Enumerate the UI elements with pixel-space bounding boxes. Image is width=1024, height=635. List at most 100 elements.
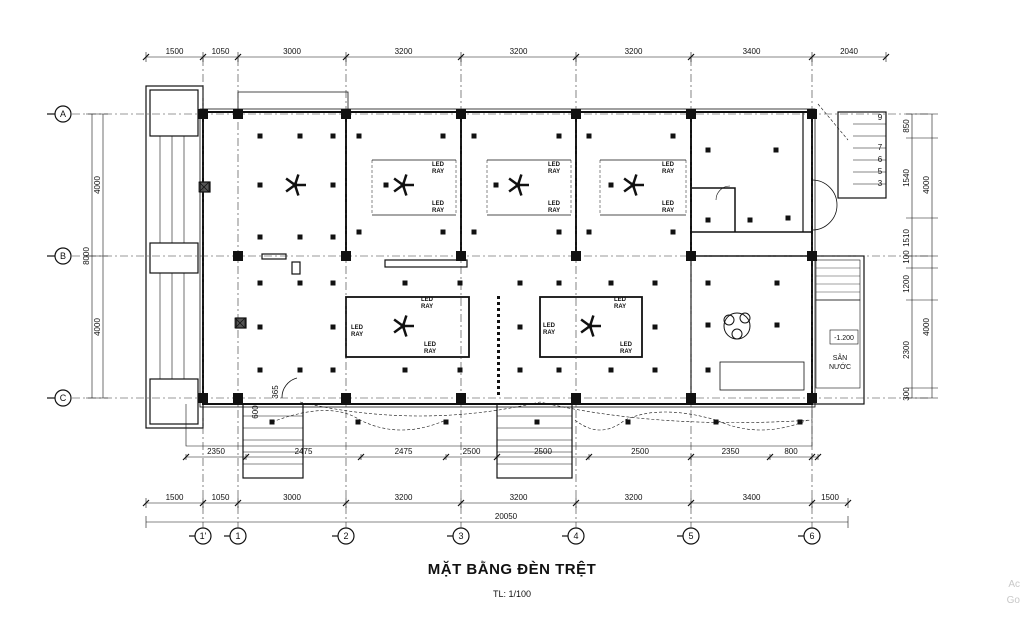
structural-column-2-0: [341, 109, 351, 119]
downlight-24: [773, 147, 779, 153]
ceiling-fan-2-blade-2: [508, 183, 519, 193]
structural-column-0-2: [198, 393, 208, 403]
left-porch-outline: [145, 85, 204, 429]
structural-column-3-1: [456, 251, 466, 261]
structural-column-5-2: [686, 393, 696, 403]
dim-porch-label-5: 2500: [631, 447, 649, 456]
axis-label-col-6: 6: [809, 531, 814, 541]
dim-top-label-4: 3200: [510, 47, 528, 56]
led-label-8-line2: RAY: [424, 349, 436, 355]
downlight-2: [330, 133, 336, 139]
counter-1: [384, 259, 468, 268]
ceiling-fan-4-blade-4: [401, 315, 408, 327]
wiring-dot-338: [497, 338, 500, 341]
dim-bottom-tick-7: [808, 499, 816, 507]
dim-bottom-tick-3: [342, 499, 350, 507]
dim-bottom-label-0: 1500: [166, 493, 184, 502]
led-label-11-line1: LED: [620, 342, 633, 348]
led-label-6-line2: RAY: [421, 304, 433, 310]
drawing-title: MẶT BẰNG ĐÈN TRỆT: [427, 561, 597, 578]
downlight-13: [556, 133, 562, 139]
ceiling-fan-0: [285, 174, 306, 196]
dim-bottom-tick-5: [572, 499, 580, 507]
downlight-28: [257, 280, 263, 286]
wiring-dot-308: [497, 308, 500, 311]
downlight-40: [608, 280, 614, 286]
dim-bottom-label-3: 3200: [395, 493, 413, 502]
left-column-1: [199, 181, 211, 193]
front-steps-left: [242, 403, 304, 479]
ceiling-fan-1: [393, 174, 414, 196]
front-terrace: [185, 404, 813, 447]
structural-column-2-2: [341, 393, 351, 403]
downlight-17: [670, 133, 676, 139]
dim-bottom-tick-6: [687, 499, 695, 507]
downlight-21: [493, 182, 499, 188]
dim-right-lower-1: 2300: [902, 341, 911, 359]
ceiling-fan-0-blade-1: [293, 184, 300, 196]
dim-right-upper-2: 1510: [902, 229, 911, 247]
wiring-dot-302: [497, 302, 500, 305]
dim-porch-tick-9: [814, 453, 822, 461]
led-label-0-line2: RAY: [432, 169, 444, 175]
wiring-dot-296: [497, 296, 500, 299]
led-label-1-line2: RAY: [432, 208, 444, 214]
wiring-dot-380: [497, 380, 500, 383]
structural-column-1-0: [233, 109, 243, 119]
wiring-dot-386: [497, 386, 500, 389]
led-label-5-line2: RAY: [662, 208, 674, 214]
dim-porch-label-7: 800: [784, 447, 798, 456]
ceiling-fan-2-blade-4: [516, 174, 523, 186]
dim-bottom-tick-1: [199, 499, 207, 507]
stair-arrow: [817, 103, 849, 141]
dim-right-mid: 100: [902, 250, 911, 264]
left-porch-pillar-bottom: [149, 378, 199, 425]
wiring-arc-1: [299, 401, 813, 423]
downlight-53: [774, 322, 780, 328]
door-arc-wc: [715, 185, 731, 201]
ceiling-fan-5-blade-2: [580, 324, 591, 334]
room-label-line2: NƯỚC: [829, 362, 851, 371]
downlight-45: [457, 367, 463, 373]
wiring-dot-344: [497, 344, 500, 347]
dim-left-total-label: 8000: [82, 247, 91, 265]
dim-top-label-6: 3400: [743, 47, 761, 56]
structural-column-4-1: [571, 251, 581, 261]
front-steps-mid: [496, 403, 573, 479]
dim-right-lower-2: 300: [902, 387, 911, 401]
dim-top-label-2: 3000: [283, 47, 301, 56]
wiring-dot-350: [497, 350, 500, 353]
axis-label-col-2: 2: [343, 531, 348, 541]
grid-lines: [72, 58, 930, 528]
dim-left-split-0: 4000: [93, 176, 102, 194]
axis-label-col-1: 1: [235, 531, 240, 541]
led-label-5-line1: LED: [662, 201, 675, 207]
dim-top-tick-4: [457, 53, 465, 61]
downlight-47: [608, 367, 614, 373]
room-label-line1: SÂN: [833, 353, 847, 362]
dim-bottom-label-7: 1500: [821, 493, 839, 502]
downlight-9: [440, 133, 446, 139]
downlight-32: [330, 324, 336, 330]
ceiling-fan-1-blade-2: [393, 183, 404, 193]
structural-column-4-0: [571, 109, 581, 119]
led-label-10-line1: LED: [543, 323, 556, 329]
structural-column-1-1: [233, 251, 243, 261]
downlight-4: [330, 182, 336, 188]
dim-top-label-0: 1500: [166, 47, 184, 56]
downlight-3: [257, 182, 263, 188]
dim-right-upper-0: 850: [902, 119, 911, 133]
downlight-49: [652, 324, 658, 330]
spot-box-2-x2: [234, 317, 246, 329]
dim-top-tick-1: [199, 53, 207, 61]
downlight-22: [608, 182, 614, 188]
ceiling-fan-5-blade-3: [580, 318, 591, 328]
axis-label-col-4: 4: [573, 531, 578, 541]
dim-porch-label-2: 2475: [395, 447, 413, 456]
wiring-dot-326: [497, 326, 500, 329]
downlight-20: [383, 182, 389, 188]
dim-right-upper-1: 1540: [902, 169, 911, 187]
dim-porch-tick-7: [766, 453, 774, 461]
downlight-10: [356, 229, 362, 235]
